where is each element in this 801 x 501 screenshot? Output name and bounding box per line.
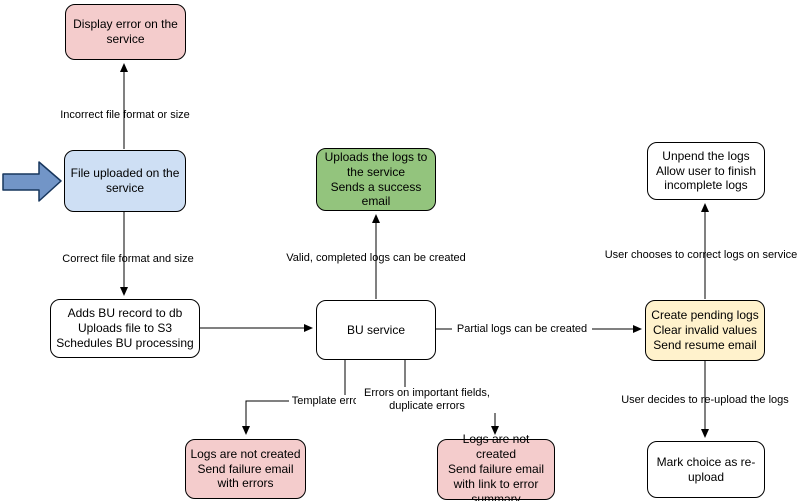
node-mark-reupload: Mark choice as re- upload	[647, 441, 765, 498]
node-adds-bu-record: Adds BU record to db Uploads file to S3 …	[50, 299, 200, 358]
edge-label-incorrect-format: Incorrect file format or size	[60, 109, 190, 121]
edge-label-correct-format: Correct file format and size	[62, 253, 194, 265]
edge-label-valid-logs: Valid, completed logs can be created	[286, 252, 466, 264]
node-failure-email-errors: Logs are not created Send failure email …	[185, 439, 306, 499]
node-display-error: Display error on the service	[65, 4, 186, 60]
edge-label-template-errors: Template errors	[289, 395, 371, 408]
node-failure-email-summary: Logs are not created Send failure email …	[437, 432, 555, 501]
node-create-pending-logs: Create pending logs Clear invalid values…	[645, 300, 765, 361]
node-file-uploaded: File uploaded on the service	[64, 150, 186, 212]
node-success-email: Uploads the logs to the service Sends a …	[316, 148, 436, 211]
node-bu-service: BU service	[316, 300, 436, 360]
entry-pointer-arrow-icon	[2, 161, 62, 202]
edge-label-partial-logs: Partial logs can be created	[452, 323, 592, 336]
edge-label-reupload-choice: User decides to re-upload the logs	[621, 394, 789, 406]
edge-label-field-errors: Errors on important fields, duplicate er…	[356, 387, 498, 413]
edge-label-correct-on-service: User chooses to correct logs on service	[604, 249, 798, 261]
node-unpend-logs: Unpend the logs Allow user to finish inc…	[647, 142, 765, 200]
